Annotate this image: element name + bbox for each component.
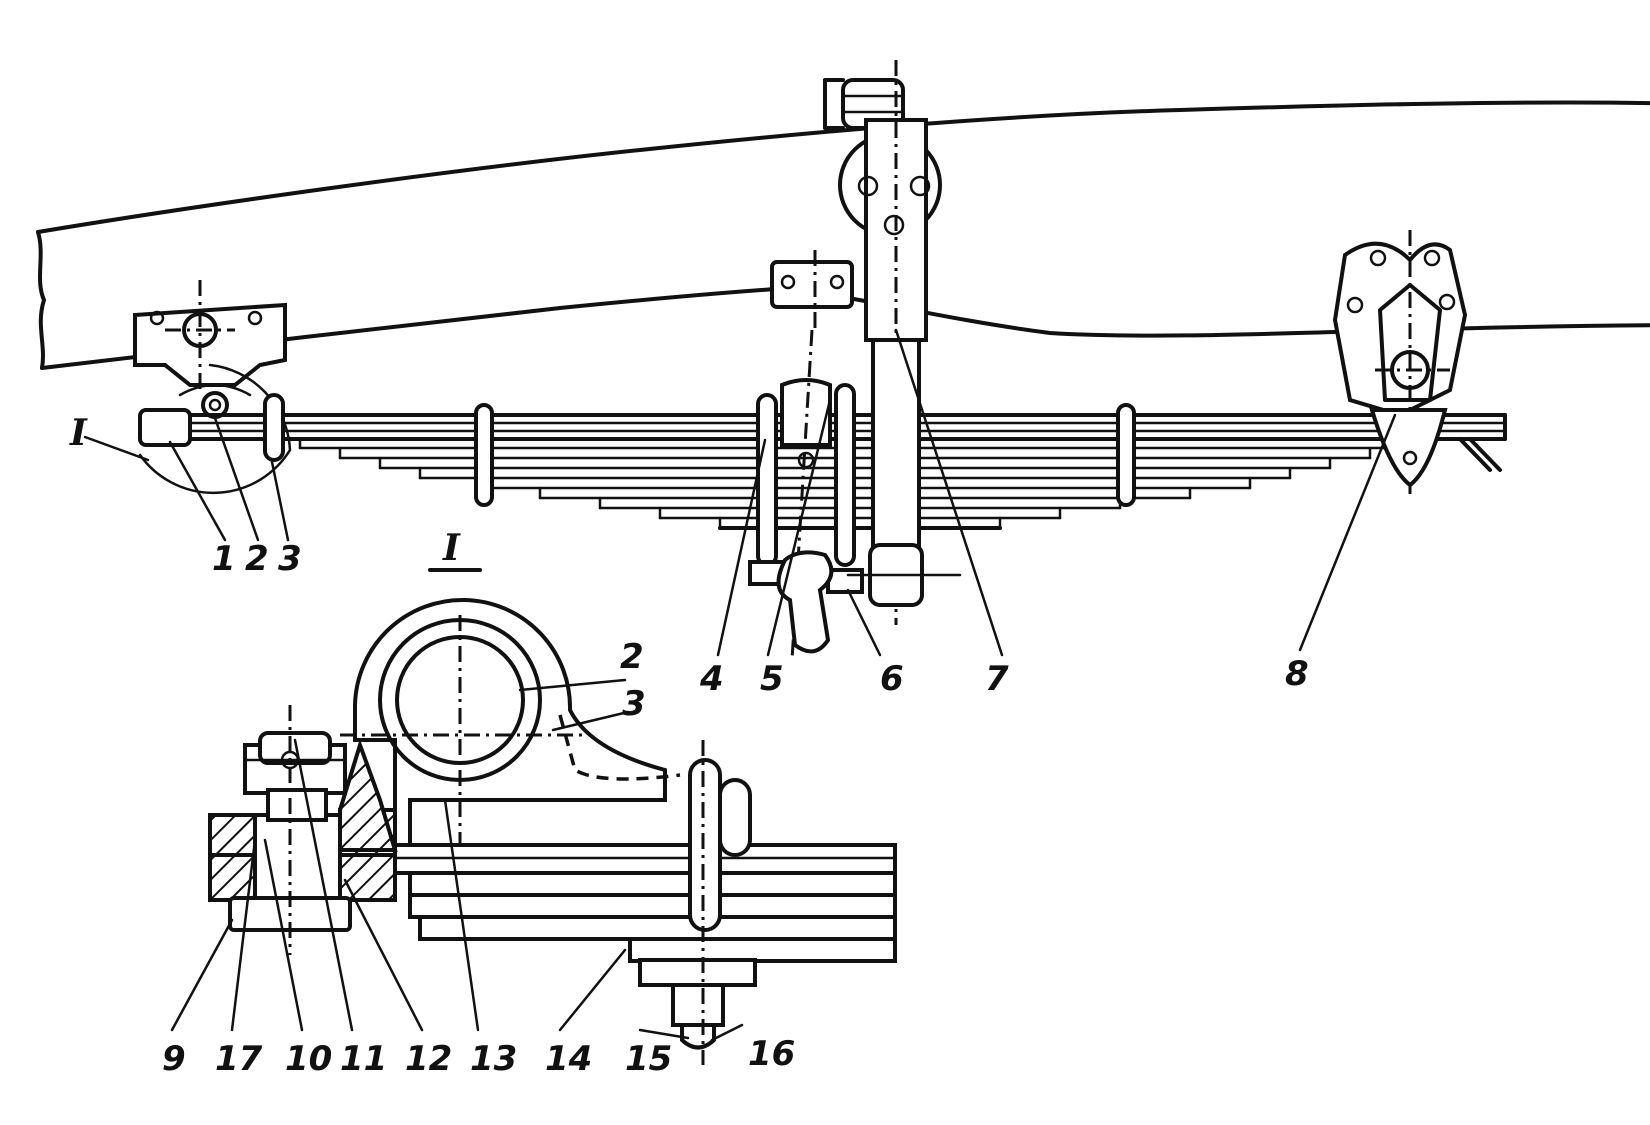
- section-leaf-pack: [393, 843, 897, 963]
- section-title-label: I: [442, 527, 461, 569]
- axle-beam-section: [776, 550, 834, 654]
- callout-14: 14: [545, 1039, 592, 1079]
- callout-15: 15: [625, 1039, 672, 1079]
- callout-10: 10: [285, 1039, 332, 1079]
- callout-6: 6: [880, 659, 904, 699]
- callout-11: 11: [340, 1039, 387, 1079]
- rebound-clip-right: [1116, 403, 1136, 507]
- leader-lines: [83, 328, 1397, 1042]
- callout-7: 7: [985, 659, 1009, 699]
- callout-2: 2: [245, 539, 269, 579]
- callout-3: 3: [278, 539, 302, 579]
- callout-13: 13: [470, 1039, 517, 1079]
- callout-5: 5: [760, 659, 784, 699]
- callout-labels: I I 1 2 3 4 5 6 7 8 2 3 9 17 10 11 12 13…: [69, 412, 1309, 1079]
- detail-callout-2: 2: [620, 637, 644, 677]
- detail-ref-label: I: [69, 412, 88, 454]
- shock-absorber: [823, 60, 962, 625]
- spring-eye-section: [340, 598, 681, 860]
- detail-callout-3: 3: [622, 684, 646, 724]
- detail-circle-I: [138, 363, 292, 495]
- u-bolt-left: [748, 393, 786, 586]
- section-bolt-and-clip: [638, 740, 757, 1065]
- spring-pad: [780, 378, 832, 469]
- front-spring-bracket: [133, 280, 287, 419]
- callout-9: 9: [162, 1039, 186, 1079]
- section-silentblock: [208, 705, 398, 955]
- front-eye-clip: [138, 393, 285, 462]
- callout-4: 4: [699, 659, 724, 699]
- callout-12: 12: [405, 1039, 452, 1079]
- callout-16: 16: [748, 1034, 795, 1074]
- callout-8: 8: [1285, 654, 1309, 694]
- rear-shackle-bracket: [1332, 230, 1468, 500]
- bump-stop-bracket: [770, 250, 854, 661]
- rebound-clip-left: [474, 403, 494, 507]
- callout-1: 1: [212, 539, 236, 579]
- callout-17: 17: [215, 1039, 263, 1079]
